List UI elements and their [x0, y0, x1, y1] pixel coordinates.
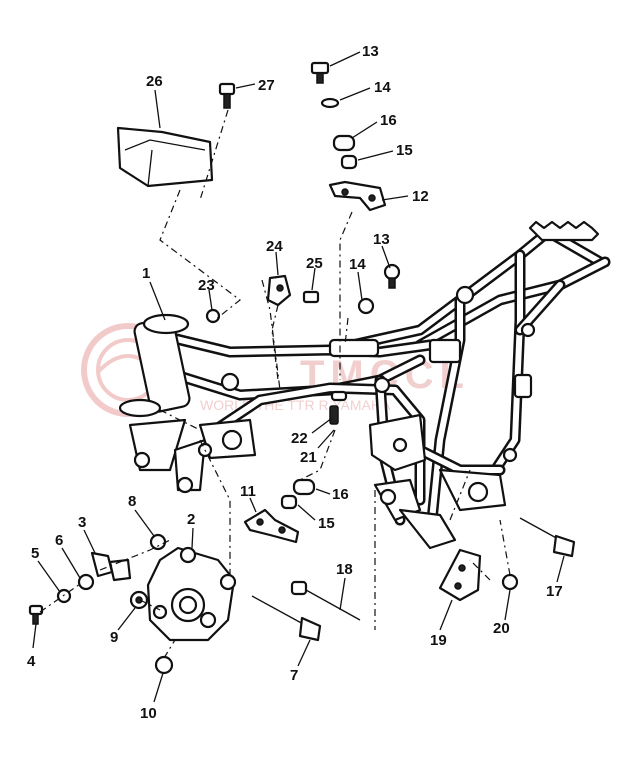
callout-8: 8: [128, 493, 136, 510]
callout-16-mid: 16: [332, 486, 349, 503]
callout-15-mid: 15: [318, 515, 335, 532]
part-2-mount-plate: [146, 546, 237, 642]
callout-26: 26: [146, 73, 163, 90]
callout-7: 7: [290, 667, 298, 684]
part-4-bolt: [28, 604, 44, 625]
callout-15-top: 15: [396, 142, 413, 159]
callout-3: 3: [78, 514, 86, 531]
callout-19: 19: [430, 632, 447, 649]
part-16-damper-mid: [292, 478, 316, 496]
part-18-bolt: [290, 580, 361, 621]
part-23-bolt: [205, 308, 221, 324]
callout-23: 23: [198, 277, 215, 294]
callout-16-top: 16: [380, 112, 397, 129]
assembly-lines: [39, 109, 511, 659]
callout-9: 9: [110, 629, 118, 646]
callout-14-mid: 14: [349, 256, 366, 273]
part-14-washer-mid: [357, 297, 375, 315]
callout-12: 12: [412, 188, 429, 205]
callout-1: 1: [142, 265, 150, 282]
part-19-bracket: [438, 548, 482, 602]
callout-18: 18: [336, 561, 353, 578]
callout-labels: 1 2 3 4 5 6 7 8 9 10 11 12 13 13 14 14 1…: [27, 43, 563, 722]
part-15-collar-mid: [280, 494, 298, 510]
callout-10: 10: [140, 705, 157, 722]
part-16-damper-top: [332, 134, 356, 152]
callout-6: 6: [55, 532, 63, 549]
callout-13-right: 13: [373, 231, 390, 248]
part-14-washer-top: [320, 97, 340, 109]
part-15-collar-top: [340, 154, 358, 170]
part-13-bolt-right: [383, 263, 401, 289]
part-25-bolt: [302, 290, 320, 304]
callout-22: 22: [291, 430, 308, 447]
part-27-bolt: [218, 82, 236, 109]
part-22-washer: [330, 390, 348, 402]
part-8-nut: [149, 533, 167, 551]
callout-24: 24: [266, 238, 283, 255]
part-11-bracket: [243, 508, 300, 544]
part-26-cover: [116, 126, 214, 188]
part-7-bolt: [251, 595, 322, 642]
part-6-washer: [77, 573, 95, 591]
callout-27: 27: [258, 77, 275, 94]
callout-20: 20: [493, 620, 510, 637]
callout-21: 21: [300, 449, 317, 466]
part-5-washer: [56, 588, 72, 604]
part-3-bracket: [90, 551, 132, 582]
callout-11: 11: [240, 483, 256, 500]
part-20-nut: [501, 573, 519, 591]
callout-25: 25: [306, 255, 323, 272]
callout-17: 17: [546, 583, 563, 600]
main-frame: [118, 220, 611, 550]
callout-13-top: 13: [362, 43, 379, 60]
callout-14-top: 14: [374, 79, 391, 96]
callout-4: 4: [27, 653, 36, 670]
part-17-bolt: [519, 517, 576, 558]
part-24-clamp: [266, 274, 292, 307]
part-10-nut: [154, 655, 174, 675]
part-13-bolt-top: [310, 61, 330, 84]
leader-lines: [32, 51, 565, 703]
callout-2: 2: [187, 511, 195, 528]
part-21-bolt: [329, 405, 339, 425]
callout-5: 5: [31, 545, 39, 562]
part-12-bracket: [328, 180, 387, 212]
